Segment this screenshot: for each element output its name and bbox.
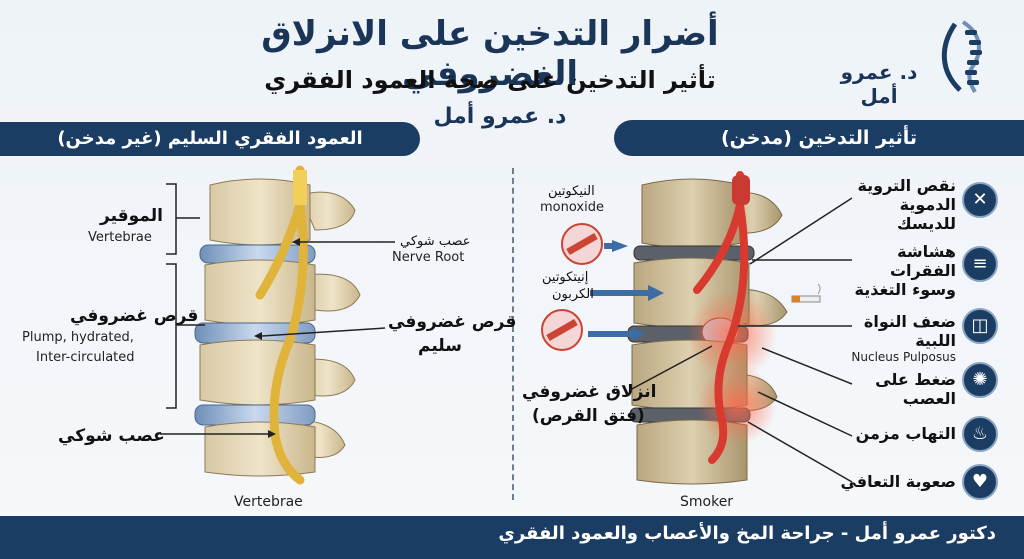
- smoker-spine-heading: تأثير التدخين (مدخن): [614, 120, 1024, 156]
- effect-item-6: صعوبة التعافي: [826, 472, 956, 491]
- effect-item-2: هشاشة الفقرات وسوء التغذية: [836, 242, 956, 299]
- effect-2-line2: وسوء التغذية: [854, 280, 956, 299]
- healthy-spine-illustration: [194, 165, 361, 485]
- disc-label-en-2: Inter-circulated: [36, 350, 135, 365]
- vertebrae-label-ar: الموقير: [100, 206, 163, 226]
- spine-logo-icon: [935, 16, 1005, 96]
- smoker-caption: Smoker: [680, 494, 734, 510]
- disc-label-en-1: Plump, hydrated,: [22, 330, 134, 345]
- healthy-leader-lines: [160, 183, 395, 438]
- effect-4-line1: ضغط على العصب: [875, 370, 956, 408]
- healthy-disc-label-1: قرص غضروفي: [388, 312, 517, 332]
- healthy-disc-label-2: سليم: [418, 336, 462, 356]
- footer-bar: [0, 516, 1024, 559]
- herniation-label-2: (فتق القرص): [532, 406, 645, 426]
- page-title: أضرار التدخين على الانزلاق الغضروفي: [261, 14, 719, 94]
- vertebrae-label-en: Vertebrae: [88, 230, 152, 245]
- nerve-root-label-en: Nerve Root: [392, 250, 465, 265]
- hand-heart-icon: ♥: [962, 464, 998, 500]
- flame-icon: ♨: [962, 416, 998, 452]
- co-label-ar-1: إنيتكوتين: [542, 270, 589, 285]
- effect-5-line1: التهاب مزمن: [855, 424, 956, 443]
- effect-item-5: التهاب مزمن: [826, 424, 956, 443]
- page-subtitle: تأثير التدخين على صحة العمود الفقري: [264, 66, 716, 94]
- herniation-label-1: انزلاق غضروفي: [522, 382, 657, 402]
- smoker-spine-illustration: [627, 171, 788, 485]
- effect-3-line1: ضعف النواة اللبية: [863, 312, 956, 350]
- effect-1-line1: نقص التروية: [857, 176, 956, 195]
- vessel-damage-icon-2: [541, 309, 646, 351]
- effect-2-line1: هشاشة الفقرات: [889, 242, 956, 280]
- effect-3-line2: Nucleus Pulposus: [851, 350, 956, 364]
- disc-label-ar: قرص غضروفي: [70, 306, 199, 326]
- disc-icon: ◫: [962, 308, 998, 344]
- vessel-damage-icons: [561, 223, 628, 265]
- logo-text: د. عمرو أمل: [840, 60, 918, 108]
- healthy-spine-heading: العمود الفقري السليم (غير مدخن): [0, 122, 420, 156]
- smoker-leader-lines: [629, 197, 853, 483]
- effect-1-line2: الدموية للديسك: [897, 195, 956, 233]
- burst-icon: ✺: [962, 362, 998, 398]
- effect-6-line1: صعوبة التعافي: [840, 472, 956, 491]
- x-vessel-icon: ✕: [962, 182, 998, 218]
- effect-item-4: ضغط على العصب: [826, 370, 956, 408]
- spine-icon: ≡: [962, 246, 998, 282]
- nerve-root-label-ar: عصب شوكي: [400, 234, 471, 249]
- co-arrow: [590, 285, 664, 301]
- co-label-ar-2: الكربون: [552, 287, 594, 302]
- nicotine-label-ar: النيكوتين: [548, 184, 595, 199]
- effect-item-3: ضعف النواة اللبية Nucleus Pulposus: [826, 312, 956, 364]
- nerve-label-ar: عصب شوكي: [58, 426, 165, 446]
- author-name: د. عمرو أمل: [433, 104, 567, 129]
- nicotine-label-en: monoxide: [540, 200, 604, 215]
- panel-divider: [512, 168, 514, 500]
- effect-item-1: نقص التروية الدموية للديسك: [836, 176, 956, 233]
- healthy-caption: Vertebrae: [234, 494, 303, 510]
- cigarette-icon: [791, 284, 821, 303]
- footer-text: دكتور عمرو أمل - جراحة المخ والأعصاب وال…: [498, 523, 996, 544]
